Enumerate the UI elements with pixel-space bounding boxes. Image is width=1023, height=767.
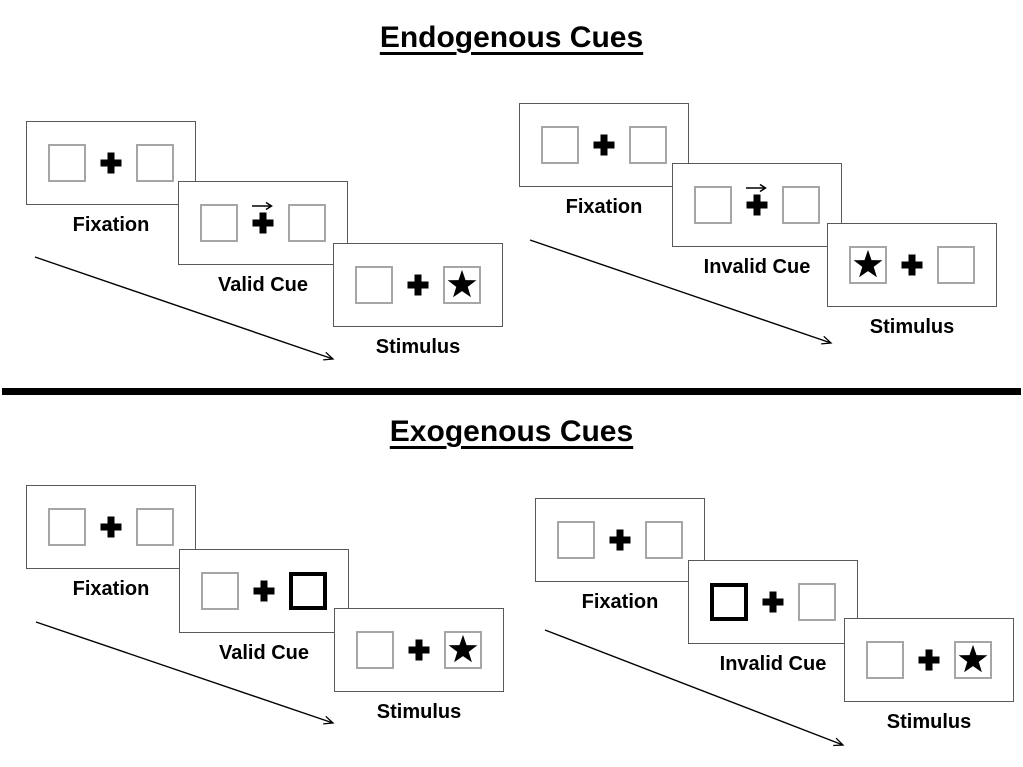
fixation-cross-icon <box>901 254 923 276</box>
right-box <box>444 631 482 669</box>
right-box <box>954 641 992 679</box>
fixation-cross-icon <box>100 516 122 538</box>
left-box <box>557 521 595 559</box>
left-box <box>201 572 239 610</box>
panel-label: Invalid Cue <box>719 653 827 675</box>
left-box <box>849 246 887 284</box>
panel-label: Valid Cue <box>218 642 310 664</box>
right-box <box>937 246 975 284</box>
panel-label: Stimulus <box>376 701 462 723</box>
section-title-endogenous: Endogenous Cues <box>379 21 644 54</box>
fixation-cross-icon <box>918 649 940 671</box>
sequence-time-arrow <box>35 621 335 725</box>
left-box <box>48 144 86 182</box>
left-box <box>48 508 86 546</box>
sequence-time-arrow <box>529 239 833 345</box>
fixation-cross-icon <box>593 134 615 156</box>
target-star-icon <box>447 269 477 298</box>
cue-panel <box>179 549 349 633</box>
left-box <box>356 631 394 669</box>
left-box <box>200 204 238 242</box>
target-star-icon <box>958 644 988 673</box>
target-star-icon <box>853 249 883 278</box>
right-box <box>136 508 174 546</box>
panel-label: Fixation <box>565 196 643 218</box>
section-divider <box>2 388 1021 395</box>
panel-label: Stimulus <box>869 316 955 338</box>
fixation-cross-icon <box>252 212 274 234</box>
right-box <box>798 583 836 621</box>
fixation-cross-icon <box>762 591 784 613</box>
fixation-panel <box>535 498 705 582</box>
left-box <box>541 126 579 164</box>
cue-highlight-box <box>289 572 327 610</box>
left-box <box>355 266 393 304</box>
fixation-cross-icon <box>253 580 275 602</box>
stimulus-panel <box>333 243 503 327</box>
right-box <box>136 144 174 182</box>
stimulus-panel <box>827 223 997 307</box>
panel-label: Stimulus <box>886 711 972 733</box>
left-box <box>866 641 904 679</box>
panel-label: Fixation <box>581 591 659 613</box>
fixation-panel <box>519 103 689 187</box>
left-box <box>694 186 732 224</box>
stimulus-panel <box>844 618 1014 702</box>
cue-direction-arrow-icon <box>252 201 273 211</box>
target-star-icon <box>448 634 478 663</box>
panel-label: Fixation <box>72 214 150 236</box>
fixation-cross-icon <box>746 194 768 216</box>
fixation-panel <box>26 121 196 205</box>
panel-label: Invalid Cue <box>703 256 811 278</box>
sequence-time-arrow <box>34 256 335 361</box>
right-box <box>782 186 820 224</box>
sequence-time-arrow <box>544 629 845 747</box>
stimulus-panel <box>334 608 504 692</box>
right-box <box>645 521 683 559</box>
right-box <box>288 204 326 242</box>
fixation-cross-icon <box>408 639 430 661</box>
fixation-cross-icon <box>100 152 122 174</box>
cue-panel <box>178 181 348 265</box>
cue-highlight-box <box>710 583 748 621</box>
panel-label: Stimulus <box>375 336 461 358</box>
fixation-panel <box>26 485 196 569</box>
cue-panel <box>672 163 842 247</box>
right-box <box>443 266 481 304</box>
right-box <box>629 126 667 164</box>
fixation-cross-icon <box>407 274 429 296</box>
panel-label: Valid Cue <box>217 274 309 296</box>
section-title-exogenous: Exogenous Cues <box>389 415 634 448</box>
panel-label: Fixation <box>72 578 150 600</box>
cue-direction-arrow-icon <box>746 183 767 193</box>
cue-panel <box>688 560 858 644</box>
fixation-cross-icon <box>609 529 631 551</box>
